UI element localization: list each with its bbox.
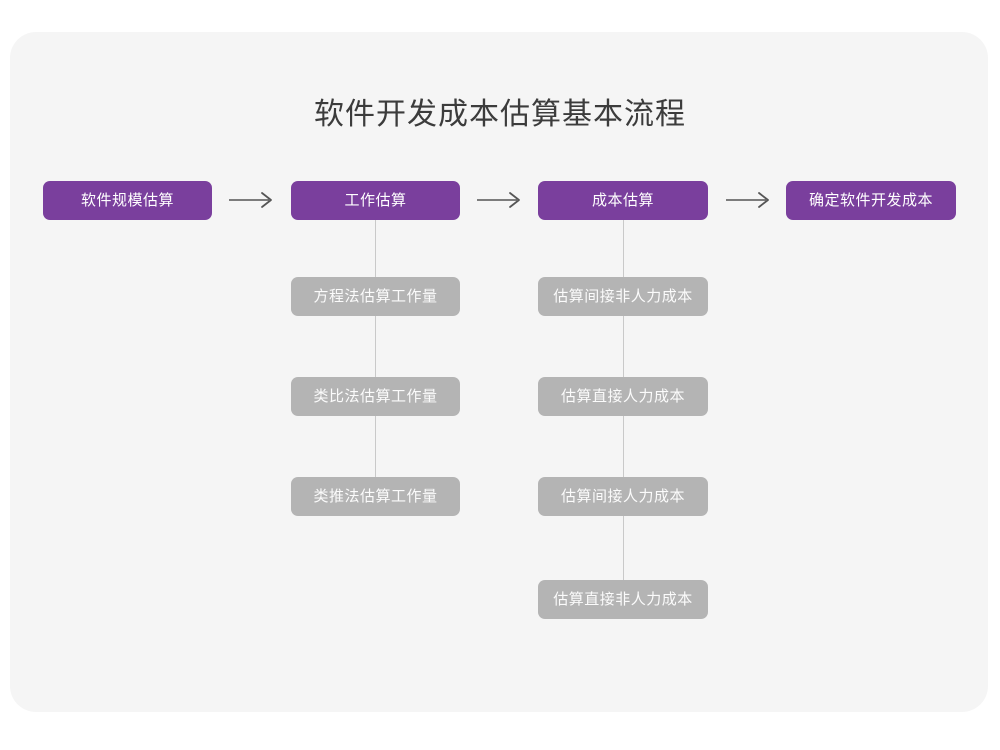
substep-box-3-3-label: 估算间接人力成本 (560, 488, 685, 505)
substep-box-3-2-label: 估算直接人力成本 (560, 388, 685, 405)
substep-box-2-2-label: 类比法估算工作量 (313, 388, 438, 405)
arrow-right-icon-1 (229, 190, 277, 210)
page-title: 软件开发成本估算基本流程 (314, 98, 686, 131)
stage-box-4[interactable]: 确定软件开发成本 (786, 181, 956, 220)
substep-box-3-4[interactable]: 估算直接非人力成本 (538, 580, 708, 619)
stage-box-3[interactable]: 成本估算 (538, 181, 708, 220)
substep-box-3-1-label: 估算间接非人力成本 (553, 288, 693, 305)
substep-box-2-3-label: 类推法估算工作量 (313, 488, 438, 505)
stage-box-1[interactable]: 软件规模估算 (43, 181, 212, 220)
substep-box-3-2[interactable]: 估算直接人力成本 (538, 377, 708, 416)
substep-box-3-3[interactable]: 估算间接人力成本 (538, 477, 708, 516)
diagram-card-background (10, 32, 988, 712)
stage-box-3-label: 成本估算 (591, 192, 654, 209)
substep-box-2-3[interactable]: 类推法估算工作量 (291, 477, 460, 516)
substep-box-3-4-label: 估算直接非人力成本 (553, 591, 693, 608)
arrow-right-icon-2 (477, 190, 525, 210)
stage-box-4-label: 确定软件开发成本 (808, 192, 933, 209)
substep-box-3-1[interactable]: 估算间接非人力成本 (538, 277, 708, 316)
connector-line-stage2 (375, 220, 376, 497)
stage-box-1-label: 软件规模估算 (80, 192, 174, 209)
stage-box-2-label: 工作估算 (344, 192, 407, 209)
arrow-right-icon-3 (726, 190, 774, 210)
substep-box-2-1[interactable]: 方程法估算工作量 (291, 277, 460, 316)
stage-box-2[interactable]: 工作估算 (291, 181, 460, 220)
substep-box-2-2[interactable]: 类比法估算工作量 (291, 377, 460, 416)
substep-box-2-1-label: 方程法估算工作量 (313, 288, 438, 305)
